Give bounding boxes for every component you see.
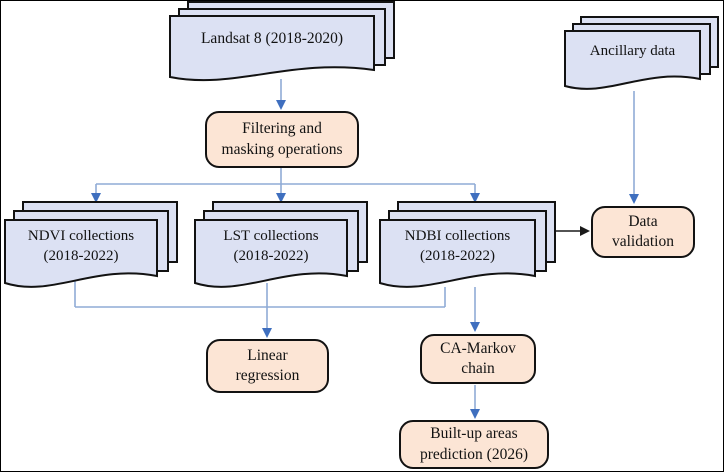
builtup-label-line1: Built-up areas: [430, 425, 518, 443]
arrow-collections-to-linear-regression: [74, 281, 446, 338]
arrow-filtering-to-collections: [91, 168, 480, 203]
arrow-landsat-to-filtering: [276, 79, 286, 110]
arrow-ndbi-to-ca-markov: [470, 287, 480, 332]
ca-markov-label-line1: CA-Markov: [440, 339, 516, 357]
filtering-label-line2: masking operations: [221, 140, 343, 158]
document-stack-shape: [169, 1, 395, 82]
lst-label-line1: LST collections: [223, 227, 319, 244]
ndbi-label-line2: (2018-2022): [420, 248, 495, 264]
linear-regression-label-line1: Linear: [247, 346, 288, 364]
data-validation-label-line1: Data: [628, 212, 658, 230]
builtup-prediction-node: Built-up areas prediction (2026): [399, 420, 549, 469]
landsat-label: Landsat 8 (2018-2020): [200, 29, 344, 47]
document-stack-shape: [194, 201, 368, 288]
arrow-ca-markov-to-builtup: [470, 385, 480, 419]
ancillary-label: Ancillary data: [589, 42, 676, 59]
ca-markov-label-line2: chain: [461, 360, 495, 377]
document-stack-shape: [4, 201, 178, 288]
linear-regression-node: Linear regression: [206, 339, 329, 393]
ca-markov-node: CA-Markov chain: [420, 334, 536, 384]
ndvi-label-line2: (2018-2022): [43, 248, 119, 264]
ancillary-node: Ancillary data: [564, 16, 719, 96]
document-stack-shape: [379, 201, 556, 288]
ndvi-label-line1: NDVI collections: [27, 227, 135, 244]
lst-label-line2: (2018-2022): [233, 248, 309, 264]
ndvi-node: NDVI collections (2018-2022): [4, 201, 178, 293]
ndbi-node: NDBI collections (2018-2022): [379, 201, 556, 293]
builtup-label-line2: prediction (2026): [419, 445, 529, 463]
filtering-label-line1: Filtering and: [242, 120, 322, 138]
data-validation-label-line2: validation: [612, 233, 674, 250]
linear-regression-label-line2: regression: [235, 367, 300, 384]
ndbi-label-line1: NDBI collections: [404, 227, 511, 244]
landsat-node: Landsat 8 (2018-2020): [169, 1, 395, 85]
data-validation-node: Data validation: [591, 206, 695, 258]
document-stack-shape: [564, 16, 719, 90]
lst-node: LST collections (2018-2022): [194, 201, 368, 293]
filtering-node: Filtering and masking operations: [205, 111, 359, 168]
arrow-ancillary-to-data-validation: [629, 91, 639, 204]
